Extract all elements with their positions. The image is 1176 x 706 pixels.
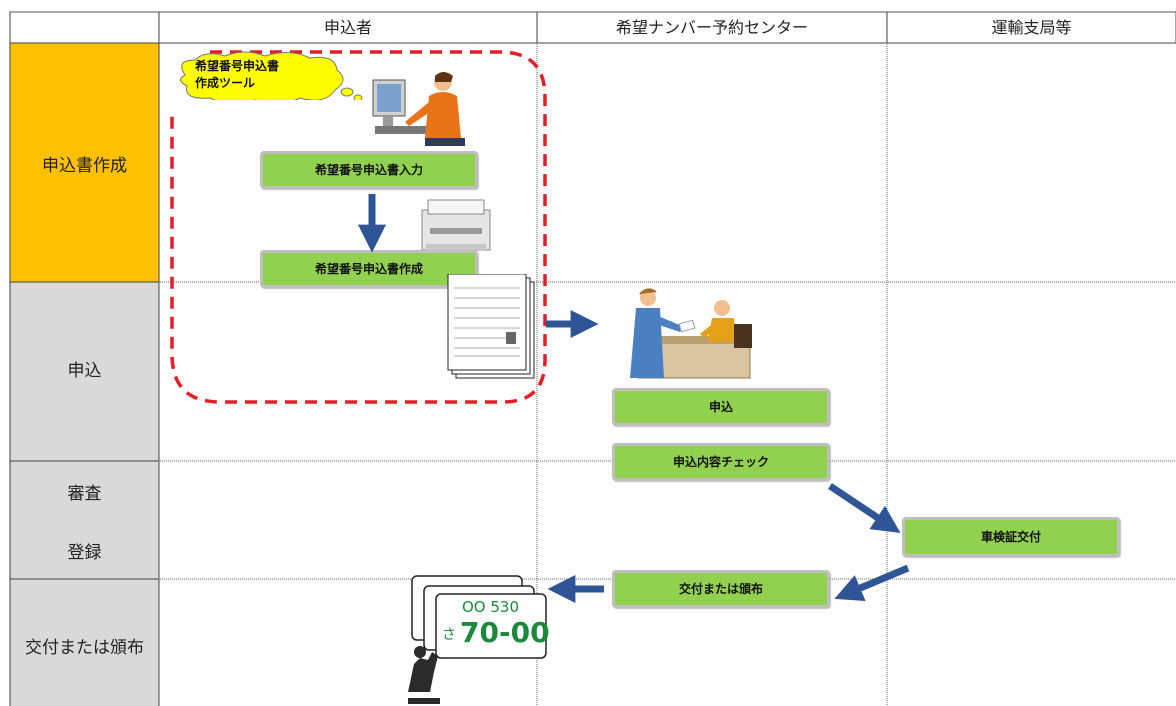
column-header-transport-bureau: 運輸支局等	[991, 18, 1072, 37]
step-content-check: 申込内容チェック	[612, 443, 830, 481]
row-label-deliver: 交付または頒布	[25, 638, 144, 658]
step-inspection-certificate: 車検証交付	[902, 517, 1120, 557]
plate-top-number: OO 530	[462, 598, 520, 616]
row-label-apply: 申込	[67, 361, 102, 381]
step-deliver: 交付または頒布	[612, 570, 830, 608]
row-label-register: 登録	[67, 543, 102, 563]
bubble-line-2: 作成ツール	[195, 76, 256, 90]
license-plate-icon	[408, 575, 547, 704]
plate-hiragana: さ	[442, 627, 456, 643]
person-at-computer-icon	[372, 72, 465, 146]
thought-bubble	[180, 51, 363, 100]
arrow-check-to-inspection	[828, 483, 901, 533]
reception-meeting-icon	[630, 288, 752, 379]
step-apply: 申込	[612, 388, 830, 426]
row-label-create: 申込書作成	[42, 156, 127, 176]
application-document-icon	[447, 274, 535, 379]
plate-main-number: 70-00	[460, 616, 550, 649]
column-header-reservation-center: 希望ナンバー予約センター	[615, 18, 808, 37]
row-label-review: 審査	[67, 484, 102, 504]
step-input-application: 希望番号申込書入力	[260, 151, 478, 189]
thought-bubble-text: 希望番号申込書 作成ツール	[195, 58, 315, 92]
printer-icon	[421, 199, 491, 251]
column-header-applicant: 申込者	[323, 18, 372, 37]
bubble-line-1: 希望番号申込書	[195, 59, 280, 73]
arrow-inspection-to-deliver	[834, 564, 910, 601]
